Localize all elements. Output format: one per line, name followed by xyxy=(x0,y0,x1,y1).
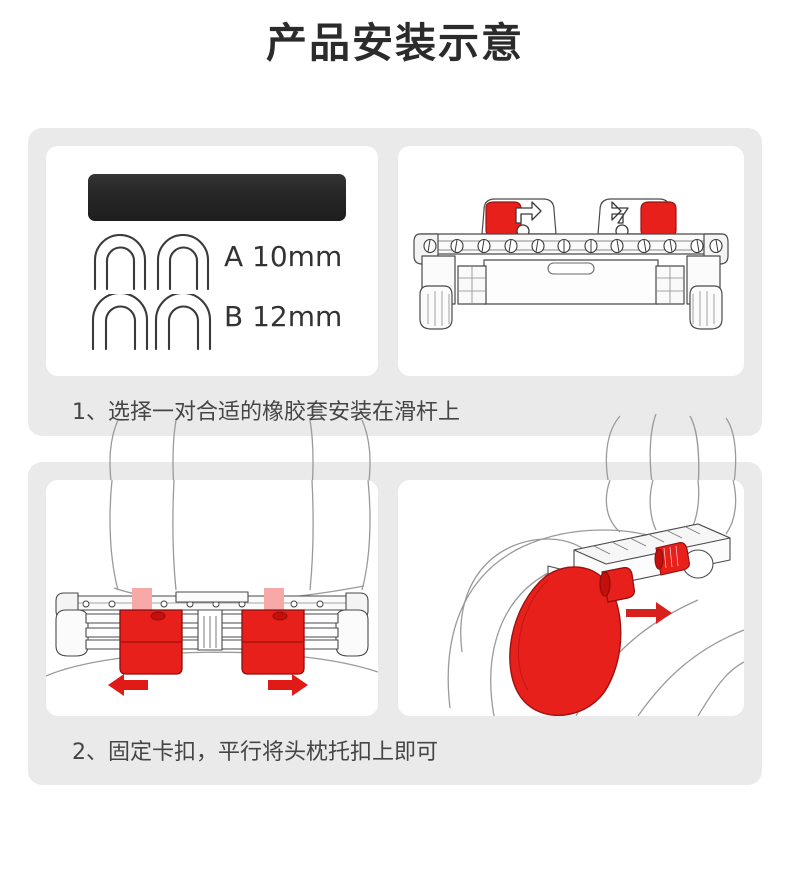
direction-arrow xyxy=(108,674,308,696)
clamp-tab xyxy=(132,588,284,614)
sleeve-pair-b xyxy=(88,291,218,355)
sleeve-pair-a xyxy=(88,234,218,295)
headrest-attach-illustration xyxy=(447,480,744,716)
step-1-caption: 1、选择一对合适的橡胶套安装在滑杆上 xyxy=(72,400,460,425)
sleeve-size-label-b: B 12mm xyxy=(224,300,343,333)
sleeve-size-label-a: A 10mm xyxy=(224,240,343,273)
sleeve-pair-b-icon xyxy=(91,291,212,351)
panel-headrest-attach xyxy=(398,480,744,716)
sleeve-pair-a-icon xyxy=(93,234,210,291)
rubber-pad-strip xyxy=(88,174,346,221)
panel-bracket-front-view xyxy=(398,146,744,376)
panel-bracket-on-seat xyxy=(46,480,378,716)
step-2-caption: 2、固定卡扣，平行将头枕托扣上即可 xyxy=(72,740,438,765)
bracket-front-view-illustration xyxy=(413,198,729,330)
panel-rubber-sleeve-options: A 10mm B 12mm xyxy=(46,146,378,376)
direction-arrow xyxy=(626,602,672,624)
page-title: 产品安装示意 xyxy=(266,19,524,67)
bracket-on-seat-illustration xyxy=(46,480,378,696)
